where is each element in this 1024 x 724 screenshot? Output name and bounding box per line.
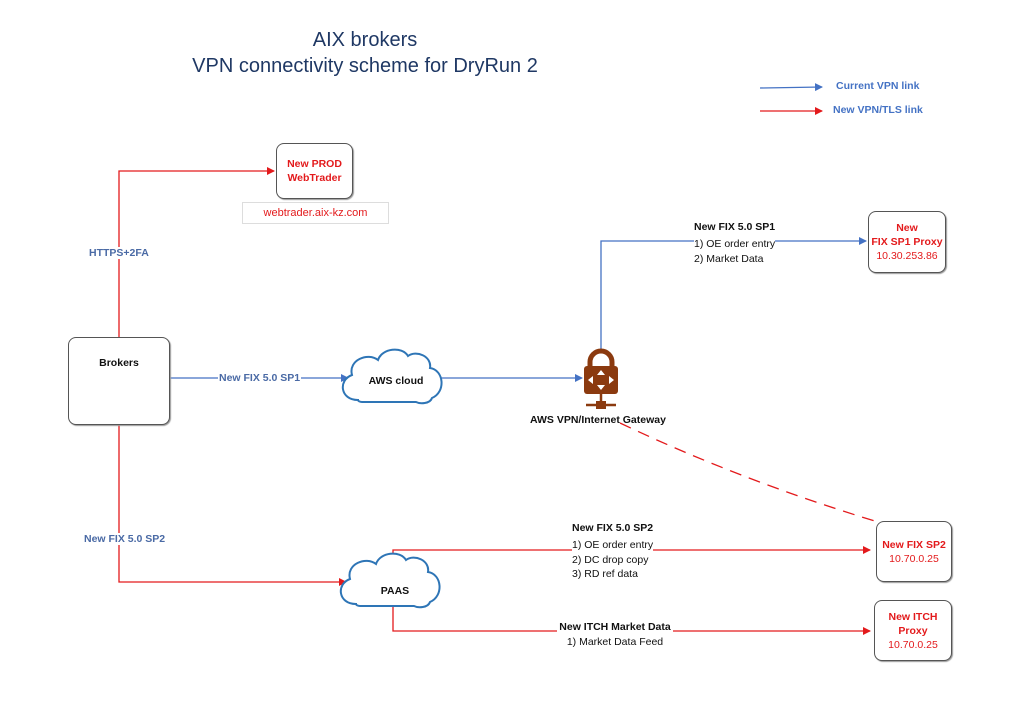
fix-sp1-proxy-link-item: 1) OE order entry [694,237,776,251]
itch-link-item: 1) Market Data Feed [566,636,664,648]
page-title-line1: AIX brokers [312,29,418,51]
fix-sp1-proxy-line2: FIX SP1 Proxy [871,236,943,248]
fix-sp2-link-label: New FIX 5.0 SP2 [83,533,167,545]
paas-label: PAAS [380,585,410,597]
fix-sp1-proxy-link-item: 2) Market Data [694,253,764,265]
itch-proxy-line1: New ITCH [888,610,938,623]
gateway-to-sp1-proxy-line [600,237,867,352]
fix-sp1-proxy-node[interactable]: New FIX SP1 Proxy 10.30.253.86 [868,211,946,273]
gateway-to-sp2-dashed-line [619,422,879,523]
webtrader-url[interactable]: webtrader.aix-kz.com [242,202,389,224]
fix-sp1-proxy-ip: 10.30.253.86 [876,250,938,262]
gateway-label: AWS VPN/Internet Gateway [530,414,666,426]
brokers-node[interactable]: Brokers [68,337,170,425]
paas-to-itch-line [392,607,871,635]
itch-proxy-line2: Proxy [898,624,928,637]
page-title-line2: VPN connectivity scheme for DryRun 2 [192,55,538,77]
fix-sp2-proxy-link-item: 1) OE order entry [572,538,654,552]
https-link-line [118,167,275,337]
fix-sp1-proxy-link-title: New FIX 5.0 SP1 [694,221,776,233]
itch-proxy-node[interactable]: New ITCH Proxy 10.70.0.25 [874,600,952,661]
fix-sp2-proxy-link-item: 2) DC drop copy [572,554,649,566]
fix-sp2-proxy-link-text: New FIX 5.0 SP2 1) OE order entry 2) DC … [572,521,654,581]
aws-cloud-label: AWS cloud [368,375,424,387]
vpn-gateway-lock-icon [584,348,618,409]
webtrader-line2: WebTrader [287,172,342,184]
fix-sp1-proxy-line1: New [896,222,918,234]
itch-link-title: New ITCH Market Data [557,620,673,634]
itch-proxy-ip: 10.70.0.25 [888,638,938,651]
fix-sp2-proxy-link-title: New FIX 5.0 SP2 [572,522,654,534]
fix-sp2-proxy-link-item: 3) RD ref data [572,568,638,580]
webtrader-line1: New PROD [287,158,342,170]
legend-current-arrow [759,83,823,92]
fix-sp2-node[interactable]: New FIX SP2 10.70.0.25 [876,521,952,582]
fix-sp2-ip: 10.70.0.25 [889,552,939,565]
webtrader-node[interactable]: New PROD WebTrader [276,143,353,199]
aws-cloud-shape [342,348,443,405]
legend-new-label: New VPN/TLS link [833,104,923,116]
fix-sp2-line1: New FIX SP2 [882,538,946,551]
brokers-label: Brokers [99,357,139,369]
legend-current-label: Current VPN link [836,80,920,92]
paas-cloud-shape [340,552,441,609]
fix-sp1-link-label: New FIX 5.0 SP1 [218,372,302,384]
fix-sp1-proxy-link-text: New FIX 5.0 SP1 1) OE order entry 2) Mar… [694,220,776,266]
itch-link-text: New ITCH Market Data 1) Market Data Feed [540,617,690,649]
https-link-label: HTTPS+2FA [88,247,150,259]
fix-sp2-link-line [118,425,347,586]
